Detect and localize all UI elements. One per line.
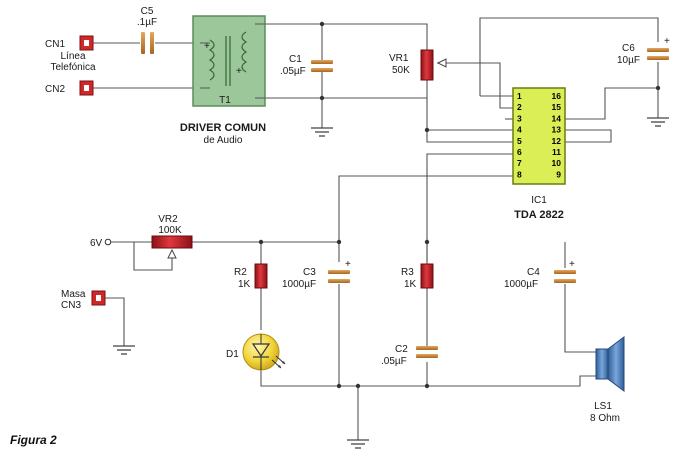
c4-value: 1000µF	[504, 279, 538, 290]
c5-ref: C5	[141, 6, 154, 17]
led-d1	[242, 333, 286, 371]
cn1-desc-line1: Línea	[60, 51, 85, 62]
ground-symbols	[113, 117, 669, 449]
resistor-r2	[254, 263, 268, 289]
ic1-pin-right-label: 15	[552, 102, 562, 112]
ic1-pin-right-label: 14	[552, 113, 562, 123]
c3-ref: C3	[303, 267, 316, 278]
c6-ref: C6	[622, 43, 635, 54]
potentiometer-vr1	[420, 49, 447, 81]
supply-terminal	[104, 238, 112, 246]
ground-icon	[311, 127, 333, 137]
connector-cn2	[79, 80, 94, 96]
c3-value: 1000µF	[282, 279, 316, 290]
ic1-pin-right-label: 10	[552, 158, 562, 168]
ic1-pin-right-label: 11	[552, 147, 561, 157]
capacitor-c5	[141, 32, 154, 54]
cn3-ref: CN3	[61, 300, 81, 311]
c4-plus: +	[569, 259, 575, 270]
ic1-part: TDA 2822	[514, 209, 564, 221]
t1-plus-primary: +	[204, 41, 210, 52]
c6-plus: +	[664, 36, 670, 47]
wires	[92, 17, 659, 440]
capacitor-c3	[328, 270, 350, 283]
c2-ref: C2	[395, 344, 408, 355]
t1-ref: T1	[219, 95, 231, 106]
c1-ref: C1	[289, 54, 302, 65]
r3-value: 1K	[404, 279, 417, 290]
ground-icon	[113, 345, 135, 355]
c3-plus: +	[345, 259, 351, 270]
vr2-value: 100K	[158, 225, 182, 236]
ic1-pin-right-label: 16	[552, 91, 562, 101]
t1-desc-line1: DRIVER COMUN	[180, 122, 266, 134]
figure-caption: Figura 2	[10, 433, 57, 447]
ic1-pin-left-label: 7	[517, 158, 522, 168]
cn1-desc-line2: Telefónica	[50, 62, 95, 73]
c5-value: .1µF	[137, 17, 157, 28]
ic1-pin-left-label: 2	[517, 102, 522, 112]
ic1-ref: IC1	[531, 195, 547, 206]
r3-ref: R3	[401, 267, 414, 278]
supply-label: 6V	[90, 238, 103, 249]
ic1-pin-left-label: 1	[517, 91, 522, 101]
capacitor-c2	[416, 346, 438, 358]
transformer-t1: + +	[192, 15, 266, 107]
cn1-ref: CN1	[45, 39, 65, 50]
resistor-r3	[420, 263, 434, 289]
labels: CN1 Línea Telefónica CN2 C5 .1µF T1 DRIV…	[10, 6, 640, 447]
r2-value: 1K	[238, 279, 251, 290]
ic1-pin-left-label: 3	[517, 113, 522, 123]
r2-ref: R2	[234, 267, 247, 278]
ic1-pin-left-label: 8	[517, 169, 522, 179]
ic1-pin-left-label: 4	[517, 125, 522, 135]
ic1-pin-right-label: 13	[552, 125, 562, 135]
capacitor-c1	[311, 60, 333, 72]
c1-value: .05µF	[280, 66, 306, 77]
vr1-value: 50K	[392, 65, 410, 76]
speaker-ls1	[595, 336, 625, 392]
ls1-value: 8 Ohm	[590, 413, 620, 424]
c6-value: 10µF	[617, 55, 640, 66]
ic1-pin-left-label: 5	[517, 136, 522, 146]
ground-icon	[647, 117, 669, 127]
cn3-desc: Masa	[61, 289, 86, 300]
capacitor-c6	[647, 48, 669, 60]
junctions	[258, 21, 661, 389]
ls1-ref: LS1	[594, 401, 612, 412]
ic1-pin-right-label: 12	[552, 136, 562, 146]
ground-icon	[347, 439, 369, 449]
cn2-ref: CN2	[45, 84, 65, 95]
ic1-chip	[512, 87, 566, 185]
t1-plus-secondary: +	[236, 66, 242, 77]
connector-cn3	[91, 290, 106, 306]
d1-ref: D1	[226, 349, 239, 360]
c4-ref: C4	[527, 267, 540, 278]
vr1-ref: VR1	[389, 53, 409, 64]
ic1-pin-right-label: 9	[556, 169, 561, 179]
potentiometer-vr2	[151, 235, 193, 259]
capacitor-c4	[554, 270, 576, 283]
vr2-ref: VR2	[158, 214, 178, 225]
c2-value: .05µF	[381, 356, 407, 367]
connector-cn1	[79, 35, 94, 51]
ic1-pin-left-label: 6	[517, 147, 522, 157]
t1-desc-line2: de Audio	[204, 135, 243, 146]
